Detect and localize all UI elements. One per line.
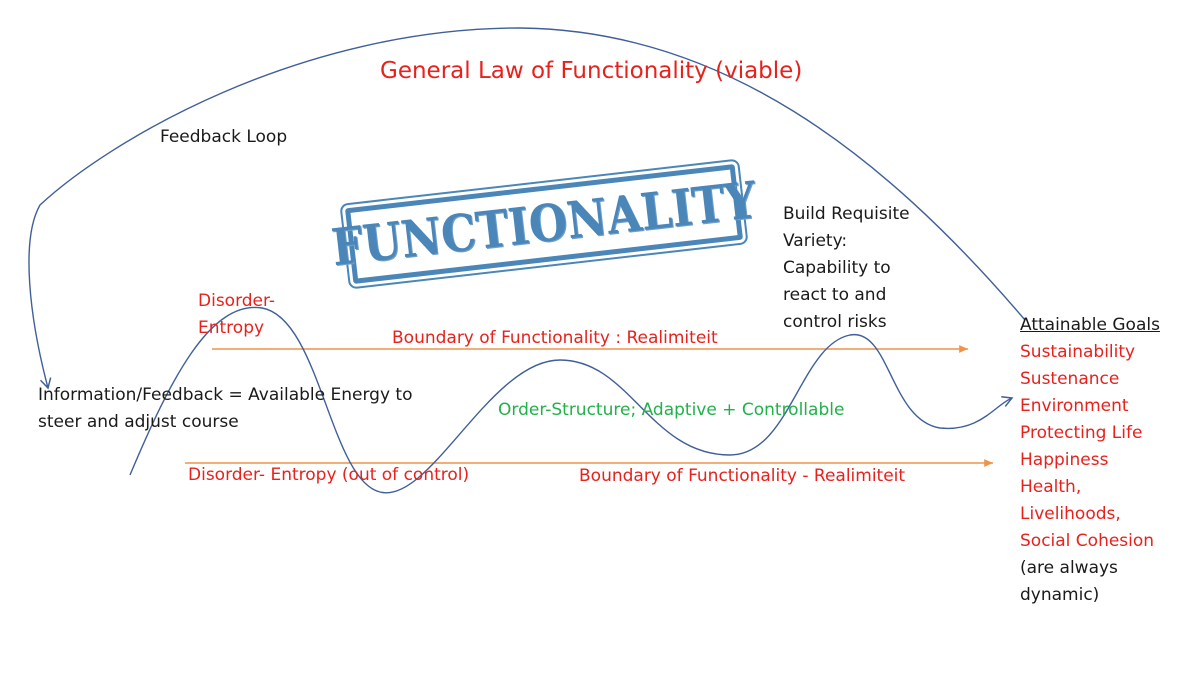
information-line: steer and adjust course [38, 412, 239, 432]
requisite-line: Capability to [783, 258, 891, 278]
boundary-top-label: Boundary of Functionality : Realimiteit [392, 328, 718, 348]
functionality-wave [129, 306, 1014, 494]
goal-item: Environment [1020, 396, 1129, 416]
disorder-line: Entropy [198, 318, 265, 338]
disorder-line: Disorder- [198, 291, 276, 311]
goal-item: Health, [1020, 477, 1082, 497]
goal-item: Social Cohesion [1020, 531, 1155, 551]
boundary-bottom-label: Boundary of Functionality - Realimiteit [579, 466, 906, 486]
disorder-entropy-bottom-label: Disorder- Entropy (out of control) [188, 465, 470, 485]
attainable-goals-list: Attainable Goals Sustainability Sustenan… [1020, 312, 1160, 609]
goal-item: Livelihoods, [1020, 504, 1121, 524]
goal-item: Happiness [1020, 450, 1109, 470]
goals-heading: Attainable Goals [1020, 315, 1160, 335]
requisite-line: control risks [783, 312, 887, 332]
page-title: General Law of Functionality (viable) [380, 58, 803, 84]
order-structure-label: Order-Structure; Adaptive + Controllable [498, 400, 845, 420]
goals-note: (are always [1020, 558, 1118, 578]
goals-note: dynamic) [1020, 585, 1100, 605]
feedback-loop-curve [28, 27, 1026, 390]
disorder-entropy-top: Disorder- Entropy [198, 288, 275, 342]
information-feedback-text: Information/Feedback = Available Energy … [38, 382, 412, 436]
goal-item: Sustenance [1020, 369, 1120, 389]
goal-item: Protecting Life [1020, 423, 1143, 443]
goal-item: Sustainability [1020, 342, 1136, 362]
requisite-variety-text: Build Requisite Variety: Capability to r… [783, 201, 910, 336]
requisite-line: Variety: [783, 231, 848, 251]
requisite-line: react to and [783, 285, 887, 305]
feedback-loop-label: Feedback Loop [160, 127, 288, 147]
requisite-line: Build Requisite [783, 204, 910, 224]
information-line: Information/Feedback = Available Energy … [38, 385, 413, 405]
